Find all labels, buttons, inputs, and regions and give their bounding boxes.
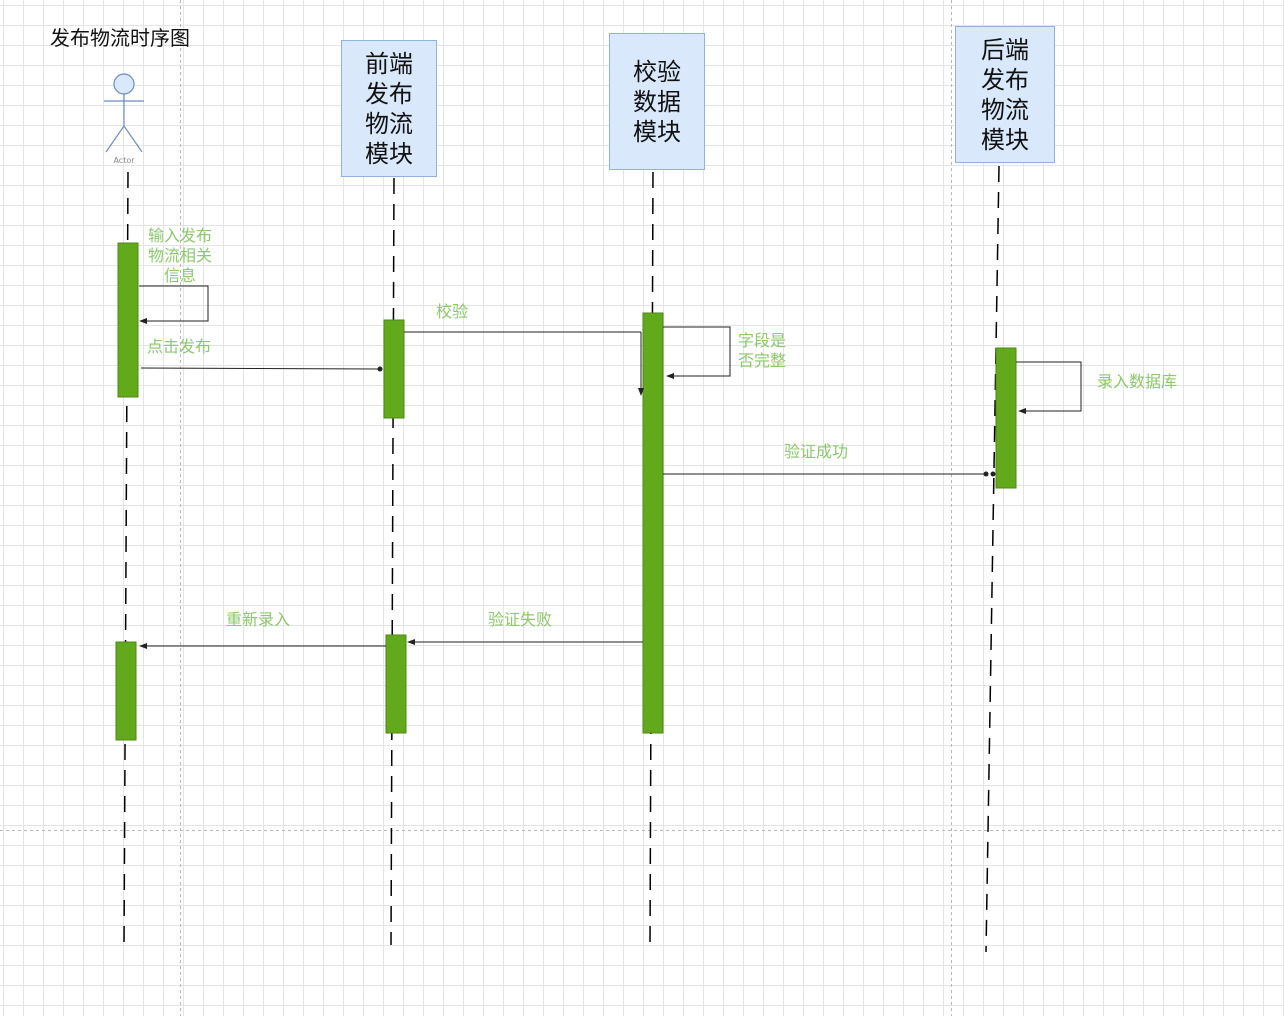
message-click-publish-label: 点击发布 bbox=[147, 337, 212, 356]
activation-backend[interactable] bbox=[995, 347, 1017, 489]
message-validate-label: 校验 bbox=[436, 302, 469, 321]
message-save-db-label: 录入数据库 bbox=[1097, 372, 1178, 391]
message-verify-fail-label: 验证失败 bbox=[488, 610, 553, 629]
participant-frontend[interactable]: 前端发布物流模块 bbox=[341, 40, 437, 177]
message-validate-arrow[interactable] bbox=[404, 331, 644, 396]
message-click-publish-arrow[interactable] bbox=[140, 366, 383, 372]
diagram-title: 发布物流时序图 bbox=[50, 26, 190, 50]
message-verify-success-arrow[interactable] bbox=[663, 471, 996, 477]
activation-actor-2[interactable] bbox=[115, 641, 137, 741]
message-save-db-arrow[interactable] bbox=[1016, 361, 1082, 414]
activation-actor-1[interactable] bbox=[117, 242, 139, 398]
activation-frontend-2[interactable] bbox=[385, 634, 407, 734]
message-field-complete-label: 字段是否完整 bbox=[737, 331, 786, 370]
actor-label: Actor bbox=[113, 156, 135, 165]
message-input-info-arrow[interactable] bbox=[139, 285, 209, 324]
message-verify-fail-arrow[interactable] bbox=[407, 639, 643, 645]
lifeline-frontend[interactable] bbox=[390, 177, 395, 946]
participant-backend[interactable]: 后端发布物流模块 bbox=[955, 26, 1055, 163]
lifeline-backend[interactable] bbox=[985, 165, 1000, 953]
participant-backend-label: 后端发布物流模块 bbox=[981, 35, 1029, 154]
message-re-enter-arrow[interactable] bbox=[139, 643, 386, 649]
participant-frontend-label: 前端发布物流模块 bbox=[365, 49, 413, 168]
message-re-enter-label: 重新录入 bbox=[226, 610, 291, 629]
actor-icon[interactable] bbox=[104, 73, 144, 153]
participant-validate-label: 校验数据模块 bbox=[633, 57, 681, 146]
message-field-complete-arrow[interactable] bbox=[663, 326, 731, 379]
activation-validate[interactable] bbox=[642, 312, 664, 734]
activation-frontend-1[interactable] bbox=[383, 319, 405, 419]
participant-validate[interactable]: 校验数据模块 bbox=[609, 33, 705, 170]
message-input-info-label: 输入发布物流相关信息 bbox=[147, 226, 212, 285]
message-verify-success-label: 验证成功 bbox=[784, 442, 849, 461]
